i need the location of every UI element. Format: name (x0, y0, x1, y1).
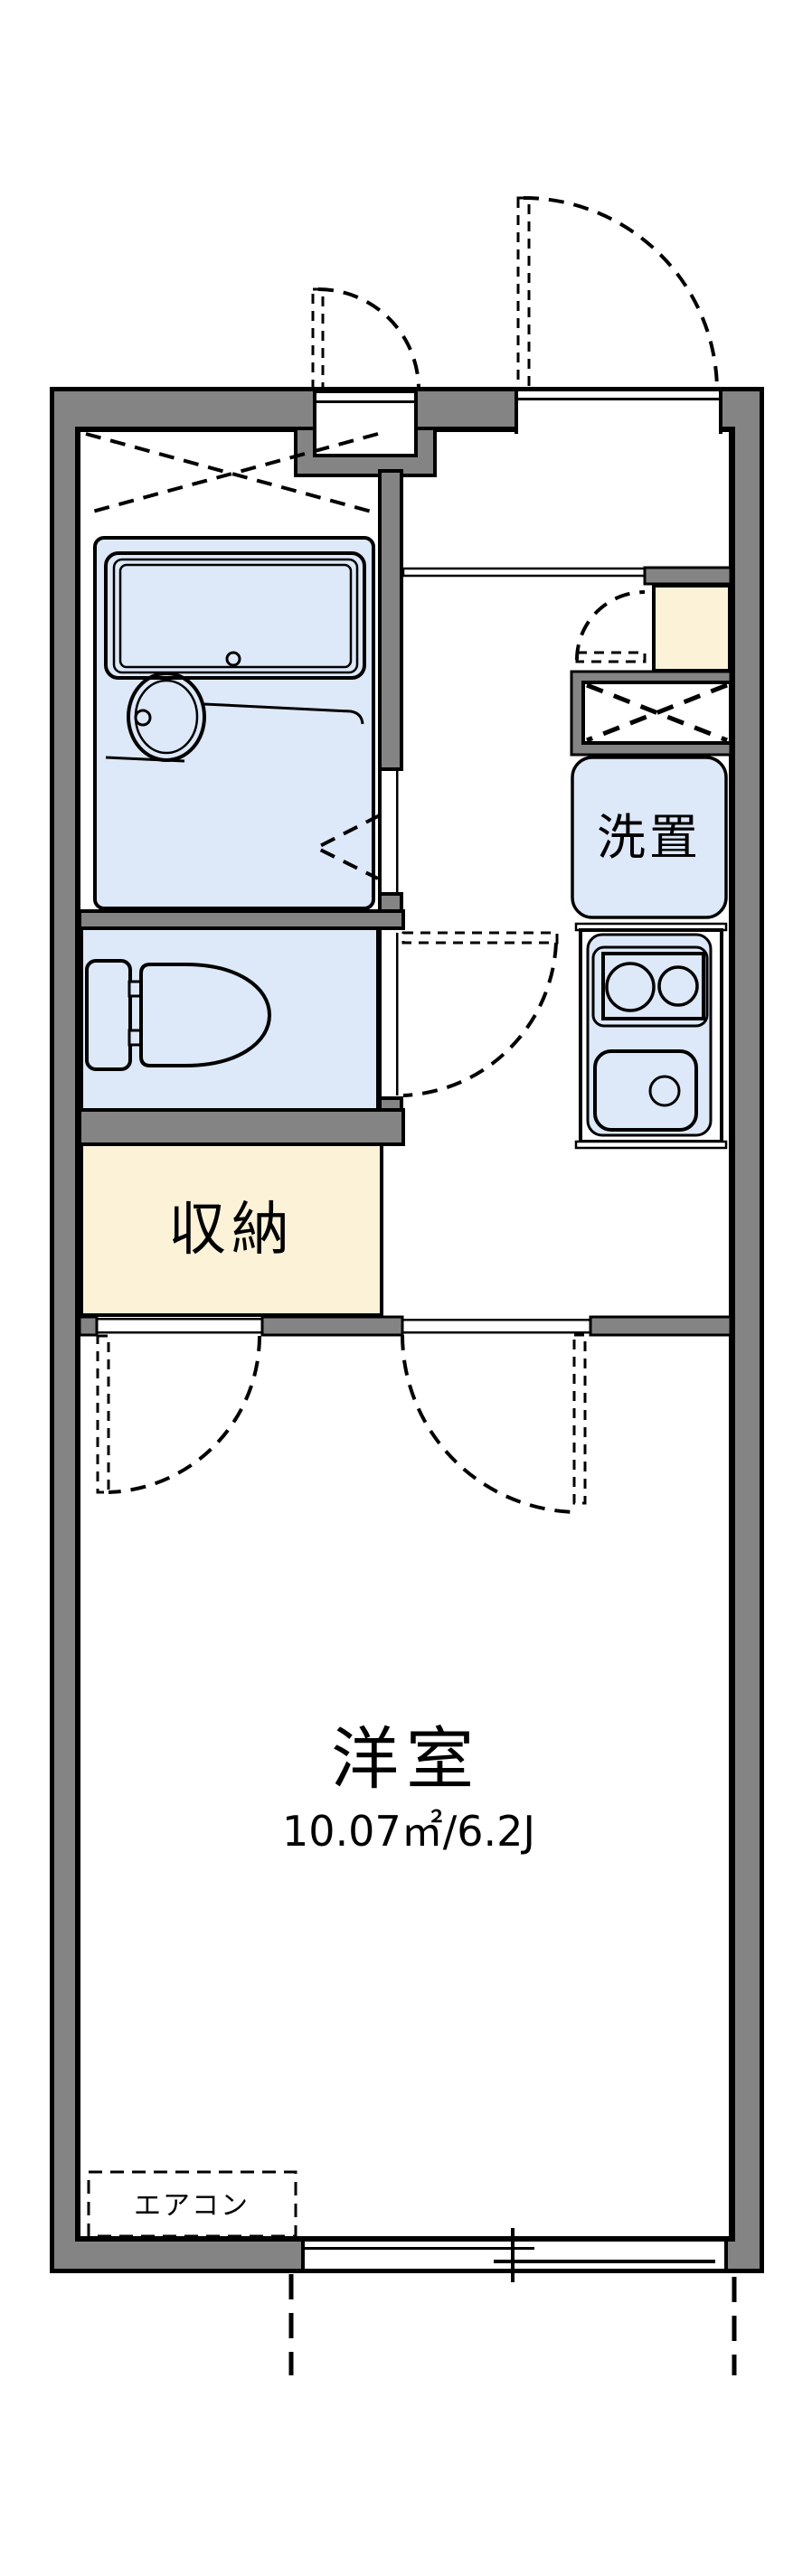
stove-burner-right (657, 965, 699, 1007)
room-door-threshold-top (402, 1319, 590, 1321)
room-size-label: 10.07㎡/6.2J (282, 1807, 535, 1856)
band-mid-segment (260, 1315, 404, 1337)
window-glass-line (315, 400, 416, 403)
entry-opening-left-edge (515, 391, 518, 434)
closet-threshold-top (97, 1318, 262, 1321)
room-door-leaf-dashed (572, 1333, 587, 1505)
aircon-label: エアコン (134, 2190, 250, 2222)
bath-opening-plane-line (396, 771, 399, 892)
band-left-stub (78, 1315, 99, 1337)
closet-door-swing-arc (108, 1335, 261, 1494)
sink-drain (648, 1075, 681, 1107)
entry-door-slab-line (518, 398, 719, 400)
washer-space-label: 洗置 (597, 809, 702, 866)
bathtub-basin (118, 563, 353, 669)
window-leaf-dashed (311, 287, 325, 391)
shoe-cabinet (652, 584, 732, 672)
toilet-opening-cap-bottom (382, 1096, 403, 1100)
bath-toilet-wall (78, 909, 405, 930)
band-right-segment (589, 1315, 732, 1337)
toilet-door-swing-arc (402, 942, 558, 1097)
room-wall-band (78, 1315, 732, 1514)
closet-door-leaf-dashed (96, 1334, 110, 1494)
stove-burner-left (605, 962, 656, 1012)
room-door-swing-arc (401, 1334, 581, 1514)
toilet-bowl (139, 963, 272, 1067)
toilet-door-leaf-dashed (401, 931, 559, 945)
washer-space (571, 756, 728, 919)
wash-basin-drain (134, 709, 152, 727)
toilet-storage-wall (78, 1108, 405, 1146)
entry-door-swing-arc (523, 196, 719, 390)
entry-strip: 洗置 (401, 566, 732, 919)
bathtub-rim (104, 551, 366, 680)
bath-opening-cap-top (382, 767, 403, 771)
window-swing-arc (317, 287, 420, 390)
storage-label: 収納 (168, 1197, 295, 1264)
bath-unit (93, 536, 375, 910)
bathtub-mid-line (112, 558, 359, 674)
balcony-window (288, 2228, 737, 2375)
bathroom-window (294, 287, 437, 477)
kitchen (574, 922, 728, 1150)
storage-area (80, 1142, 383, 1317)
window-center-tick (511, 2228, 515, 2282)
stove-surround (591, 945, 709, 1028)
toilet-opening-plane-line (396, 933, 399, 1095)
kitchen-sink (593, 1049, 698, 1132)
shoe-cabinet-door-leaf-dashed (575, 651, 647, 663)
room-door-threshold-bottom (402, 1331, 590, 1334)
western-room: 洋室 10.07㎡/6.2J エアコン (87, 1719, 535, 2238)
partition-wall (378, 469, 403, 1144)
toilet-door-opening (382, 928, 403, 1096)
entry-wall-stub (643, 566, 732, 586)
shoe-cabinet-door-arc (575, 590, 646, 661)
bath-door-opening (382, 771, 403, 892)
closet-threshold-bottom (97, 1331, 262, 1334)
kitchen-bottom-edge (574, 1140, 728, 1150)
bathtub-drain (225, 651, 241, 667)
entry-door (515, 196, 722, 434)
bath-counter-line-right (203, 702, 364, 725)
washer-alcove-x-dashed (586, 682, 728, 743)
toilet-tank (85, 959, 132, 1071)
window-panel-line-left (305, 2247, 534, 2250)
window-panel-line-right (494, 2260, 715, 2263)
room-title: 洋室 (331, 1719, 481, 1799)
window-left-cap (301, 2236, 305, 2269)
window-right-cap (724, 2236, 728, 2269)
bathroom (85, 432, 381, 910)
aircon-box-dashed (87, 2170, 297, 2238)
storage-closet: 収納 (80, 1142, 383, 1317)
entry-opening-right-edge (719, 391, 722, 434)
wash-basin-outer (127, 672, 206, 762)
genkan-step-line (401, 567, 647, 578)
toilet-room (80, 926, 559, 1112)
bath-opening-cap-bottom (382, 892, 403, 896)
